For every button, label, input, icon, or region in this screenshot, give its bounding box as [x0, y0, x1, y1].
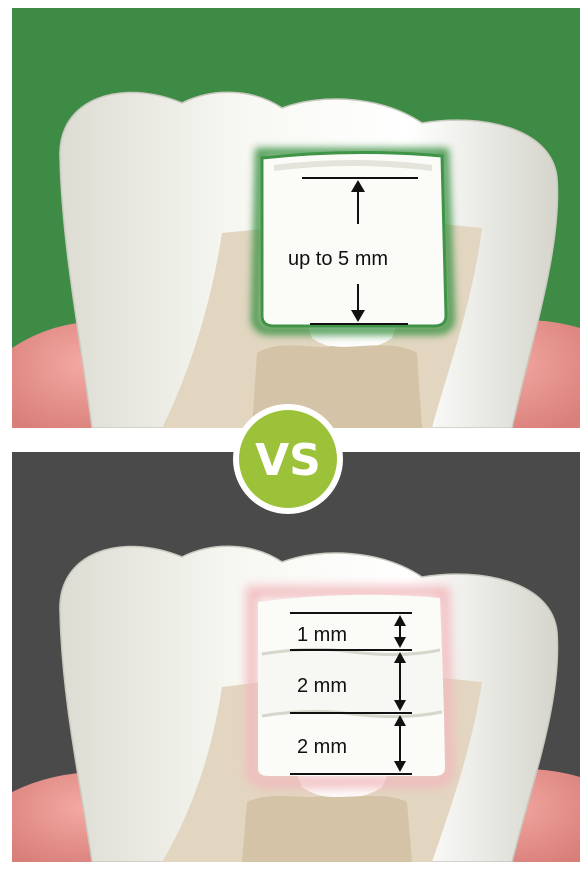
layer-3-label: 2 mm [297, 735, 347, 759]
bulk-fill-panel: up to 5 mm [12, 8, 580, 428]
bulk-fill-tooth-illustration [12, 8, 580, 428]
layer-1-restoration [258, 595, 442, 652]
layer-2-restoration [258, 652, 444, 714]
bulk-fill-depth-label: up to 5 mm [288, 247, 388, 271]
layer-3-restoration [258, 714, 445, 776]
pulp [242, 796, 412, 862]
vs-badge: VS [231, 402, 345, 516]
layer-1-label: 1 mm [297, 623, 347, 647]
layer-2-label: 2 mm [297, 674, 347, 698]
vs-text: VS [255, 435, 321, 486]
vs-badge-circle: VS [231, 402, 345, 516]
